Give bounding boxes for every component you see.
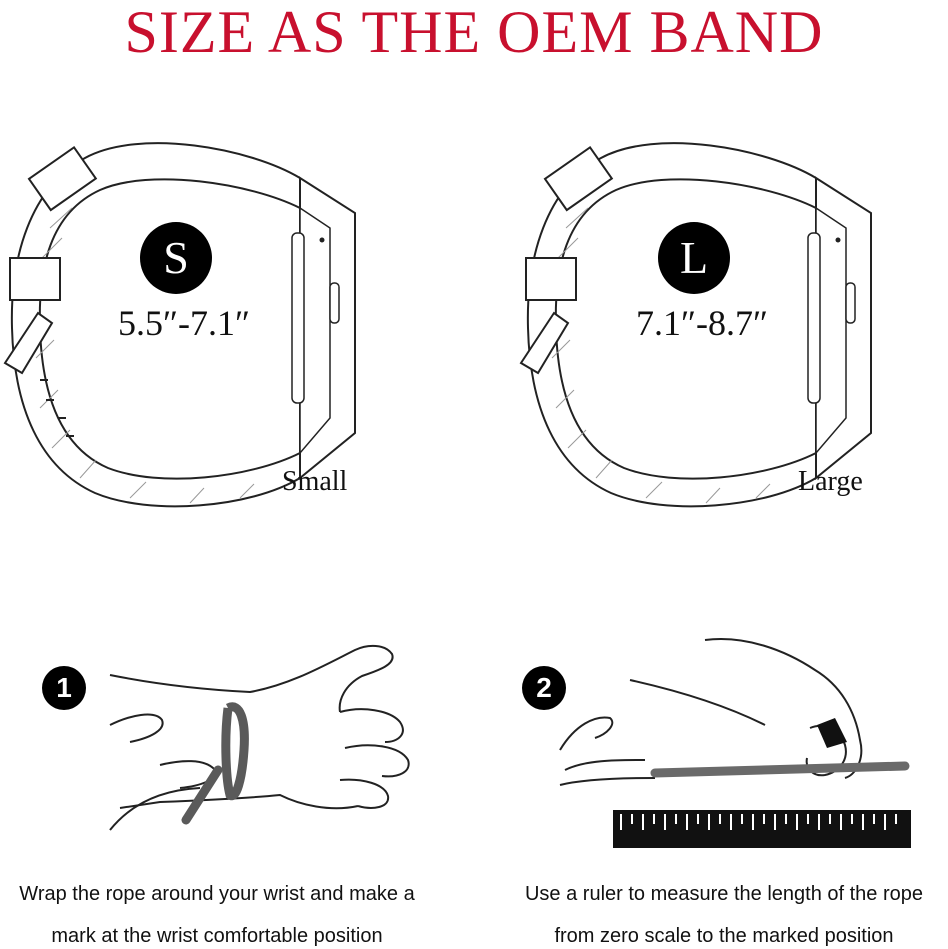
wrist-wrap-illustration <box>109 644 410 831</box>
step-2-caption-line-2: from zero scale to the marked position <box>554 925 894 947</box>
size-label-large: Large <box>798 466 863 497</box>
size-badge-small: S <box>140 222 212 294</box>
large-band-illustration <box>519 142 872 508</box>
step-1-caption-line-2: mark at the wrist comfortable position <box>51 925 383 947</box>
size-range-small: 5.5″-7.1″ <box>118 303 250 343</box>
small-band-illustration <box>3 142 356 508</box>
size-label-small: Small <box>282 466 348 497</box>
step-1-caption-line-1: Wrap the rope around your wrist and make… <box>19 883 415 905</box>
ruler-ticks <box>620 814 897 830</box>
size-badge-large: L <box>658 222 730 294</box>
step-1-badge: 1 <box>42 666 86 710</box>
size-range-large: 7.1″-8.7″ <box>636 303 768 343</box>
page-title: SIZE AS THE OEM BAND <box>124 0 824 65</box>
step-2-badge: 2 <box>522 666 566 710</box>
ruler-measure-illustration <box>559 638 911 848</box>
step-2-caption-line-1: Use a ruler to measure the length of the… <box>524 883 923 905</box>
